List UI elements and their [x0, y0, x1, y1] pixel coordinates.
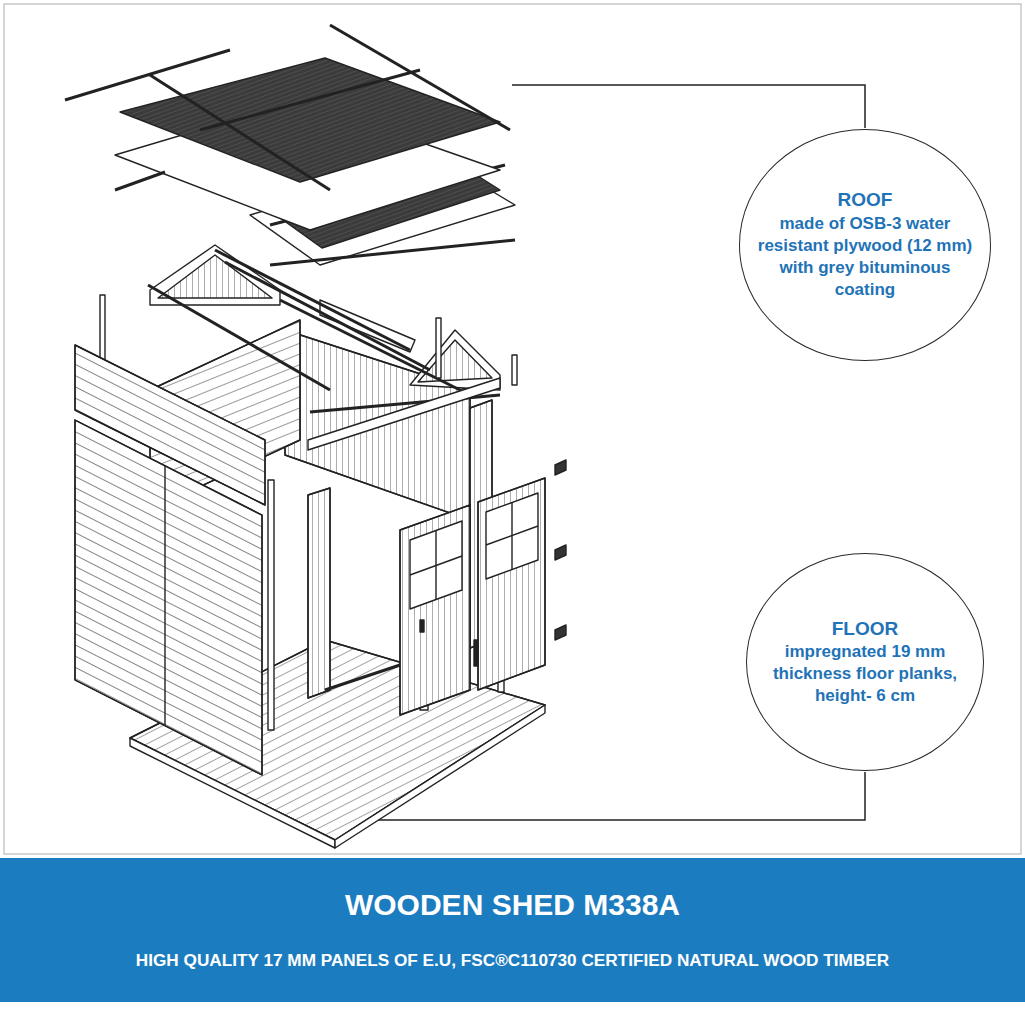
callout-body: impregnated 19 mm thickness floor planks…	[756, 641, 974, 707]
callout-text: FLOORimpregnated 19 mm thickness floor p…	[756, 617, 974, 708]
title-band	[0, 858, 1025, 1002]
callout-body: made of OSB-3 water resistant plywood (1…	[749, 213, 981, 301]
callout-circle: ROOFmade of OSB-3 water resistant plywoo…	[739, 129, 991, 361]
callout-circle: FLOORimpregnated 19 mm thickness floor p…	[746, 553, 984, 771]
title: WOODEN SHED M338A	[0, 888, 1025, 922]
frame	[4, 4, 1021, 854]
callout-heading: ROOF	[749, 188, 981, 213]
callout-text: ROOFmade of OSB-3 water resistant plywoo…	[749, 188, 981, 301]
callout-heading: FLOOR	[756, 617, 974, 642]
shed-parts	[65, 25, 566, 848]
caption: HIGH QUALITY 17 MM PANELS OF E.U, FSC®C1…	[0, 950, 1025, 971]
leader-line	[512, 85, 865, 128]
